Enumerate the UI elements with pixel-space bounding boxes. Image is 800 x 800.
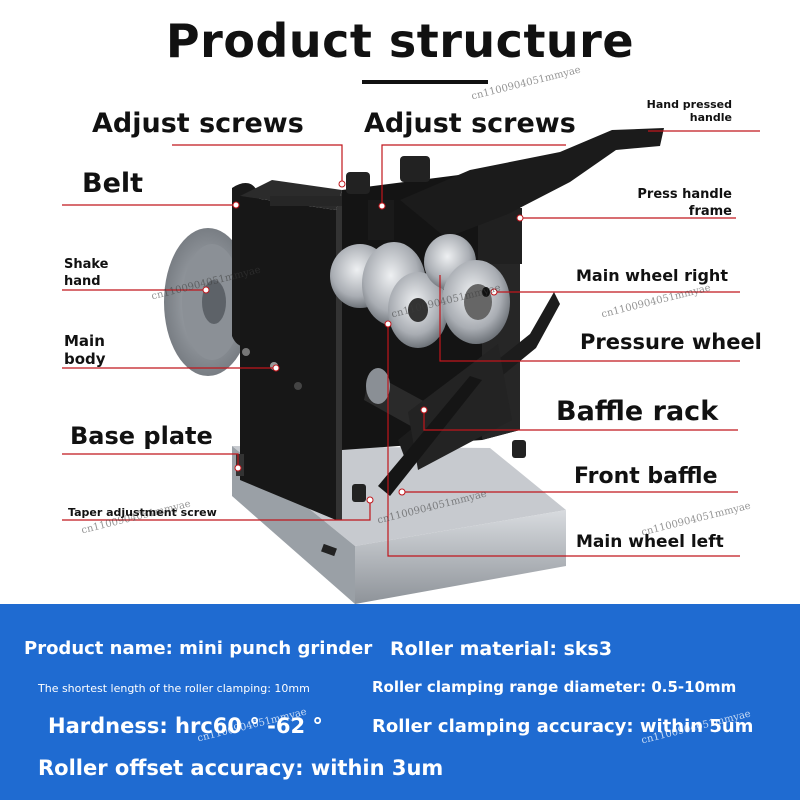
spec-product-name: Product name: mini punch grinder xyxy=(24,638,373,659)
rollers-shape xyxy=(330,234,510,348)
label-main-body: Main body xyxy=(64,332,106,368)
handle-shape xyxy=(400,128,664,238)
label-adjust-screws-right: Adjust screws xyxy=(364,108,576,139)
label-shake-hand: Shake hand xyxy=(64,257,109,289)
leader-taper-screw xyxy=(62,500,371,521)
spec-clamping-accuracy: Roller clamping accuracy: within 5um xyxy=(372,716,754,737)
machine-diagram xyxy=(62,128,760,604)
leader-base-plate xyxy=(62,453,239,468)
page-title: Product structure xyxy=(165,14,635,68)
label-front-baffle: Front baffle xyxy=(574,464,718,489)
label-belt: Belt xyxy=(82,168,144,199)
spec-roller-material: Roller material: sks3 xyxy=(390,638,613,660)
title-underline xyxy=(362,80,488,84)
leader-lines xyxy=(62,130,760,557)
label-adjust-screws-left: Adjust screws xyxy=(92,108,304,139)
leader-main-wheel-left xyxy=(387,324,740,557)
leader-baffle-rack xyxy=(423,410,738,431)
spec-panel: Product name: mini punch grinder Roller … xyxy=(0,604,800,800)
hand-wheel-shape xyxy=(164,228,252,376)
spec-hardness: Hardness: hrc60 ° -62 ° xyxy=(48,714,323,738)
label-press-handle-frame: Press handle frame xyxy=(637,187,732,219)
label-main-wheel-right: Main wheel right xyxy=(576,266,728,285)
leader-adjust-screws-right xyxy=(381,144,566,206)
spec-offset-accuracy: Roller offset accuracy: within 3um xyxy=(38,756,444,780)
spec-clamping-range: Roller clamping range diameter: 0.5-10mm xyxy=(372,678,737,696)
front-baffle-shape xyxy=(378,376,482,496)
spec-shortest-length: The shortest length of the roller clampi… xyxy=(38,682,310,695)
leader-adjust-screws-left xyxy=(172,144,343,184)
label-hand-pressed-handle: Hand pressed handle xyxy=(646,98,732,124)
label-pressure-wheel: Pressure wheel xyxy=(580,330,762,354)
label-baffle-rack: Baffle rack xyxy=(556,396,719,427)
label-taper-adjustment-screw: Taper adjustment screw xyxy=(68,506,217,519)
leader-pressure-wheel xyxy=(439,275,740,362)
top-screws-shape xyxy=(346,156,430,240)
label-main-wheel-left: Main wheel left xyxy=(576,532,724,552)
label-base-plate: Base plate xyxy=(70,422,213,450)
